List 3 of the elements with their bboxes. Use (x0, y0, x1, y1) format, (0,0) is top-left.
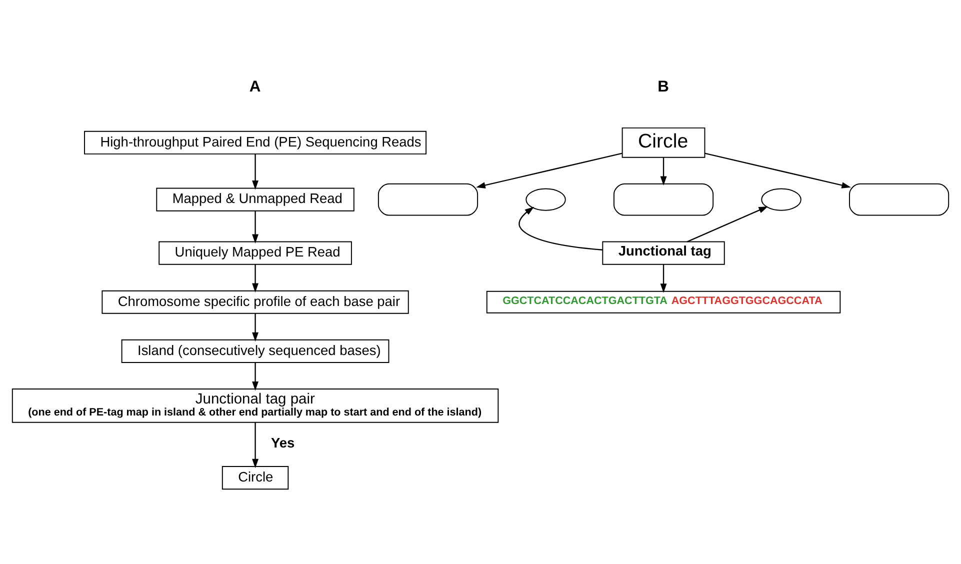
label: A (249, 78, 261, 95)
edge-label: Yes (270, 435, 295, 450)
label: B (658, 78, 669, 95)
